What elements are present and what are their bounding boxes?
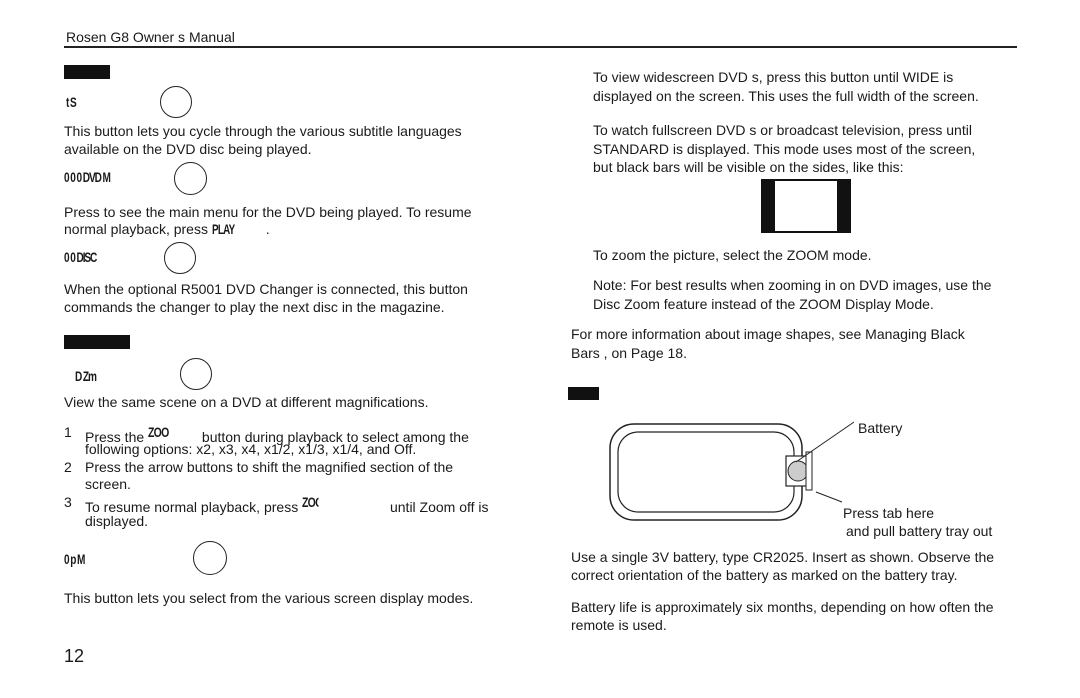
zoom-step-3-line2: displayed. [85,513,149,529]
subtitle-button-icon [160,86,192,118]
press-tab-label: Press tab here [843,505,935,521]
menu-body-2: normal playback, press PLAY . [64,221,270,237]
standard-line-1: To watch fullscreen DVD s or broadcast t… [593,122,972,138]
menu-body-1: Press to see the main menu for the DVD b… [64,204,472,220]
display-heading: 0 p M [64,551,85,567]
manual-header: Rosen G8 Owner s Manual [66,29,235,45]
standard-line-3: but black bars will be visible on the si… [593,159,904,175]
battery-life-line-1: Battery life is approximately six months… [571,599,994,615]
zoom-step-3-num: 3 [64,494,72,510]
zoom-step-2-line1: Press the arrow buttons to shift the mag… [85,459,454,475]
zoom-step-1-num: 1 [64,424,72,440]
zoom-step-3-line1: To resume normal playback, press ZOOM un… [85,494,489,515]
zoom-step-1-line1: Press the ZOOM button during playback to… [85,424,469,445]
battery-label: Battery [858,420,903,436]
standard-line-2: STANDARD is displayed. This mode uses mo… [593,141,976,157]
battery-use-line-1: Use a single 3V battery, type CR2025. In… [571,549,995,565]
zoom-step-2-num: 2 [64,459,72,475]
subtitle-body-2: available on the DVD disc being played. [64,141,312,157]
remote-battery-illustration [609,421,855,521]
zoom-step-2-line2: screen. [85,476,131,492]
zoom-mode-line: To zoom the picture, select the ZOOM mod… [593,247,872,263]
display-button-icon [193,541,227,575]
page-number: 12 [64,646,85,666]
section-heading-block-2 [64,335,130,349]
info-line-1: For more information about image shapes,… [571,326,965,342]
wide-line-1: To view widescreen DVD s, press this but… [593,69,954,85]
battery-tray-icon [785,451,813,491]
zoom-step-1-line2: following options: x2, x3, x4, x1/2, x1/… [85,441,417,457]
next-disc-heading: 0 0 DISC [64,249,97,265]
subtitle-heading: t S [66,94,77,110]
battery-use-line-2: correct orientation of the battery as ma… [571,567,958,583]
note-line-1: Note: For best results when zooming in o… [593,277,992,293]
battery-life-line-2: remote is used. [571,617,667,633]
menu-heading: 0 0 0 DVD M [64,169,111,185]
note-line-2: Disc Zoom feature instead of the ZOOM Di… [593,296,934,312]
section-heading-block [64,65,110,79]
next-disc-body-2: commands the changer to play the next di… [64,299,445,315]
pull-tray-label: and pull battery tray out [846,523,993,539]
zoom-button-icon [180,358,212,390]
battery-heading-block [568,387,599,400]
left-black-bar [761,179,775,233]
next-disc-button-icon [164,242,196,274]
wide-line-2: displayed on the screen. This uses the f… [593,88,979,104]
header-rule [64,46,1017,48]
subtitle-body-1: This button lets you cycle through the v… [64,123,462,139]
next-disc-body-1: When the optional R5001 DVD Changer is c… [64,281,468,297]
right-black-bar [837,179,851,233]
info-line-2: Bars , on Page 18. [571,345,687,361]
zoom-intro: View the same scene on a DVD at differen… [64,394,429,410]
zoom-heading: D Zm [75,368,97,384]
menu-button-icon [174,162,207,195]
display-body: This button lets you select from the var… [64,590,474,606]
